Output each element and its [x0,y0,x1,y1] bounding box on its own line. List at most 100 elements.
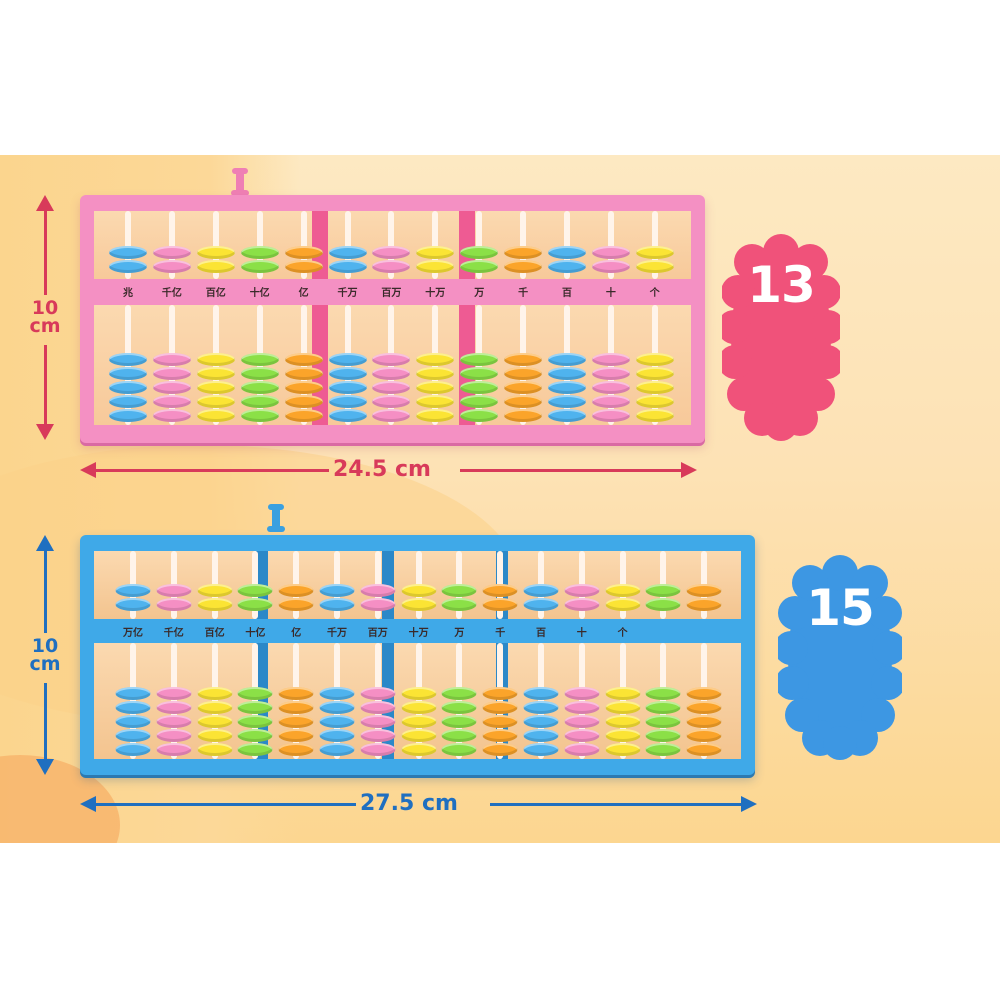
lower-bead[interactable] [401,701,437,714]
lower-bead[interactable] [605,687,641,700]
upper-bead[interactable] [237,598,273,611]
lower-bead[interactable] [372,353,411,366]
lower-bead[interactable] [284,353,323,366]
lower-bead[interactable] [360,729,396,742]
lower-bead[interactable] [605,743,641,756]
lower-bead[interactable] [278,687,314,700]
upper-bead[interactable] [564,598,600,611]
lower-bead[interactable] [686,715,722,728]
lower-bead[interactable] [564,687,600,700]
lower-bead[interactable] [504,409,543,422]
upper-bead[interactable] [482,584,518,597]
upper-bead[interactable] [328,260,367,273]
lower-bead[interactable] [319,701,355,714]
lower-bead[interactable] [152,381,191,394]
upper-bead[interactable] [482,598,518,611]
upper-bead[interactable] [460,260,499,273]
upper-bead[interactable] [197,598,233,611]
lower-bead[interactable] [504,353,543,366]
lower-bead[interactable] [645,743,681,756]
upper-bead[interactable] [156,598,192,611]
lower-bead[interactable] [237,743,273,756]
upper-bead[interactable] [284,246,323,259]
lower-bead[interactable] [523,715,559,728]
lower-bead[interactable] [196,409,235,422]
lower-bead[interactable] [523,729,559,742]
lower-bead[interactable] [319,729,355,742]
lower-bead[interactable] [564,701,600,714]
lower-bead[interactable] [319,743,355,756]
lower-bead[interactable] [482,701,518,714]
lower-bead[interactable] [197,743,233,756]
lower-bead[interactable] [152,395,191,408]
lower-bead[interactable] [416,395,455,408]
lower-bead[interactable] [319,715,355,728]
upper-bead[interactable] [686,584,722,597]
lower-bead[interactable] [328,395,367,408]
lower-bead[interactable] [416,367,455,380]
lower-bead[interactable] [460,381,499,394]
upper-bead[interactable] [605,598,641,611]
lower-bead[interactable] [564,743,600,756]
lower-bead[interactable] [645,701,681,714]
upper-bead[interactable] [115,598,151,611]
upper-bead[interactable] [319,584,355,597]
upper-bead[interactable] [591,246,630,259]
upper-bead[interactable] [401,598,437,611]
lower-bead[interactable] [156,729,192,742]
upper-bead[interactable] [416,260,455,273]
lower-bead[interactable] [109,353,147,366]
lower-bead[interactable] [109,367,147,380]
upper-bead[interactable] [372,260,411,273]
lower-bead[interactable] [284,367,323,380]
lower-bead[interactable] [416,381,455,394]
upper-bead[interactable] [156,584,192,597]
lower-bead[interactable] [401,687,437,700]
upper-bead[interactable] [460,246,499,259]
upper-bead[interactable] [635,260,674,273]
lower-bead[interactable] [635,353,674,366]
upper-bead[interactable] [360,598,396,611]
lower-bead[interactable] [482,743,518,756]
lower-bead[interactable] [564,715,600,728]
upper-bead[interactable] [240,260,279,273]
lower-bead[interactable] [372,409,411,422]
lower-bead[interactable] [645,715,681,728]
lower-bead[interactable] [591,409,630,422]
lower-bead[interactable] [416,353,455,366]
lower-bead[interactable] [237,715,273,728]
lower-bead[interactable] [416,409,455,422]
lower-bead[interactable] [152,409,191,422]
lower-bead[interactable] [156,701,192,714]
lower-bead[interactable] [401,715,437,728]
lower-bead[interactable] [482,715,518,728]
upper-bead[interactable] [360,584,396,597]
upper-bead[interactable] [645,584,681,597]
lower-bead[interactable] [548,367,586,380]
lower-bead[interactable] [197,715,233,728]
upper-bead[interactable] [591,260,630,273]
lower-bead[interactable] [328,409,367,422]
lower-bead[interactable] [523,687,559,700]
lower-bead[interactable] [278,701,314,714]
lower-bead[interactable] [686,701,722,714]
lower-bead[interactable] [635,395,674,408]
lower-bead[interactable] [109,409,147,422]
lower-bead[interactable] [564,729,600,742]
lower-bead[interactable] [460,409,499,422]
upper-bead[interactable] [504,246,543,259]
upper-bead[interactable] [284,260,323,273]
upper-bead[interactable] [319,598,355,611]
lower-bead[interactable] [441,715,477,728]
upper-bead[interactable] [523,598,559,611]
lower-bead[interactable] [196,395,235,408]
lower-bead[interactable] [591,353,630,366]
lower-bead[interactable] [152,367,191,380]
lower-bead[interactable] [504,395,543,408]
lower-bead[interactable] [686,729,722,742]
lower-bead[interactable] [441,729,477,742]
lower-bead[interactable] [635,409,674,422]
lower-bead[interactable] [240,395,279,408]
lower-bead[interactable] [328,353,367,366]
lower-bead[interactable] [548,395,586,408]
